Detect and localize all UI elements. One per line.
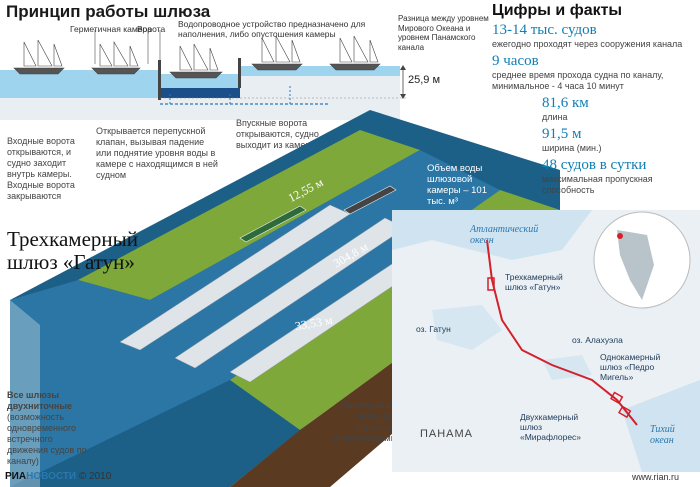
lock-title: Трехкамерный шлюз «Гатун»	[7, 227, 138, 274]
step-2-text: Открывается перепускной клапан, вызывая …	[96, 126, 218, 180]
fact-item: 48 судов в сутки максимальная пропускная…	[542, 157, 697, 196]
height-value: 25,9 м	[408, 74, 441, 86]
map-country: ПАНАМА	[420, 428, 474, 440]
step-3-text: Впускные ворота открываются, судно выход…	[236, 118, 319, 150]
map-lock-gatun: Трехкамерный шлюз «Гатун»	[505, 272, 563, 292]
label-water-device: Водопроводное устройство предназначено д…	[178, 19, 366, 39]
panama-map	[392, 210, 700, 472]
two-lane-rest: (возможность одновременного встречного д…	[7, 412, 87, 466]
logo-part-a: РИА	[5, 471, 27, 482]
fact-desc: ширина (мин.)	[542, 143, 602, 153]
fact-desc: среднее время прохода судна по каналу, м…	[492, 70, 664, 91]
map-lock-pedro: Однокамерный шлюз «Педро Мигель»	[600, 352, 661, 382]
map-alajuela-lake: оз. Алахуэла	[572, 335, 623, 345]
label-chamber: Герметичная камера	[70, 24, 152, 34]
fact-value: 81,6 км	[542, 95, 589, 111]
logo-part-b: НОВОСТИ	[26, 471, 77, 482]
fact-desc: ежегодно проходят через сооружения канал…	[492, 39, 683, 49]
lock-principle-diagram	[0, 30, 408, 120]
facts-list: 13-14 тыс. судов ежегодно проходят через…	[492, 22, 697, 196]
fact-value: 48 судов в сутки	[542, 157, 647, 173]
label-level-difference: Разница между уровнем Мирового Океана и …	[398, 14, 489, 52]
two-lane-bold: Все шлюзы двухниточные	[7, 390, 73, 411]
fact-value: 13-14 тыс. судов	[492, 22, 597, 38]
ria-logo: РИАНОВОСТИ © 2010	[5, 471, 111, 482]
fact-item: 13-14 тыс. судов ежегодно проходят через…	[492, 22, 697, 50]
fact-desc: длина	[542, 112, 568, 122]
map-pacific: Тихий океан	[650, 424, 675, 446]
fact-value: 91,5 м	[542, 126, 582, 142]
fact-item: 9 часов среднее время прохода судна по к…	[492, 53, 697, 92]
step-1-text: Входные ворота открываются, и судно захо…	[7, 136, 75, 201]
principle-title: Принцип работы шлюза	[6, 2, 211, 21]
two-lane-note: Все шлюзы двухниточные (возможность одно…	[7, 390, 95, 467]
copyright: © 2010	[78, 471, 112, 482]
facts-title: Цифры и факты	[492, 2, 623, 19]
map-gatun-lake: оз. Гатун	[416, 324, 451, 334]
fact-desc: максимальная пропускная способность	[542, 174, 653, 195]
label-gate: Ворота	[137, 24, 166, 34]
fact-item: 81,6 км длина	[542, 95, 697, 123]
map-atlantic: Атлантический океан	[470, 224, 539, 246]
towing-bold: Проводка судов	[340, 400, 413, 410]
fact-value: 9 часов	[492, 53, 539, 69]
map-lock-mira: Двухкамерный шлюз «Мирафлорес»	[520, 412, 582, 442]
site-url[interactable]: www.rian.ru	[632, 472, 680, 482]
volume-label: Объем воды шлюзовой камеры – 101 тыс. м³	[427, 163, 487, 207]
fact-item: 91,5 м ширина (мин.)	[542, 126, 697, 154]
